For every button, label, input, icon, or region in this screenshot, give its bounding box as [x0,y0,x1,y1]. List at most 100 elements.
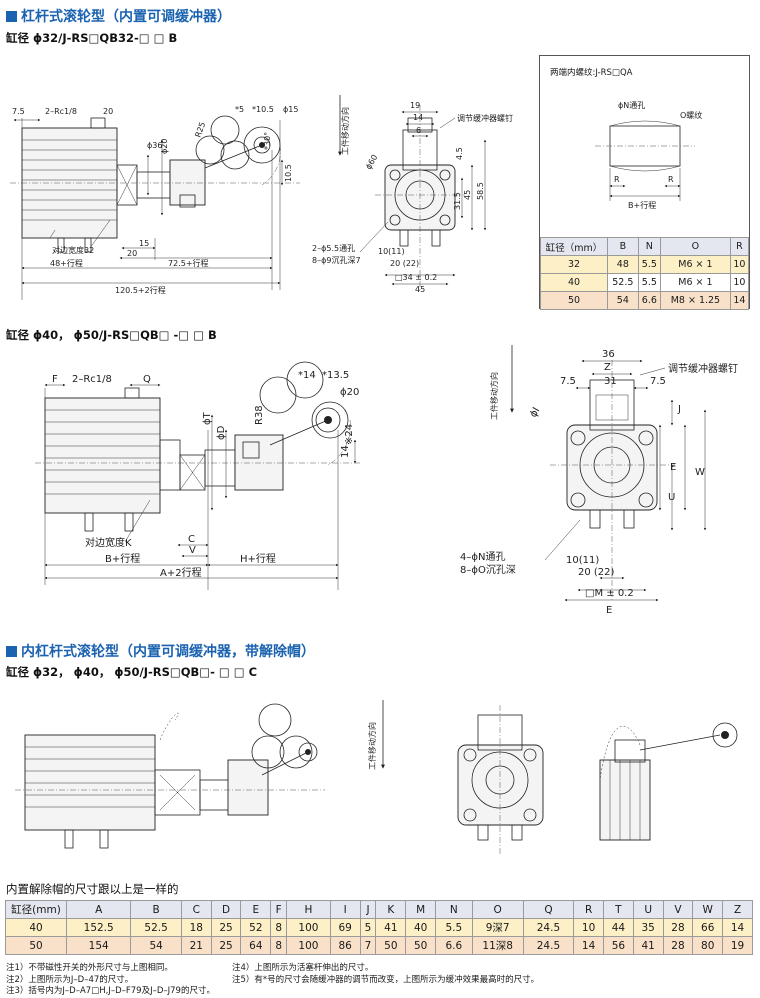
dim-label: 48+行程 [50,258,83,268]
section3-model: 缸径 ϕ32， ϕ40， ϕ50/J-RS□QB□- □ □ C [6,665,258,679]
dim-label: 7.5 [560,376,576,387]
section-marker-icon [6,645,17,657]
dim-label: 20 (22) [578,567,615,578]
dim-label: 20 [127,249,137,258]
dim-label: □34 ± 0.2 [395,273,437,282]
notes-right: 注4）上图所示为活塞杆伸出的尺寸。 注5）有*号的尺寸会随缓冲器的调节而改变，上… [232,963,539,986]
dim-label: 58.5 [476,182,485,200]
dim-label: ϕ60 [364,153,380,171]
dim-label: 19 [410,101,420,110]
dim-label: A+2行程 [160,566,202,579]
dim-label: ϕD [216,425,227,440]
dim-label: 7.5 [650,376,666,387]
dim-label: ※24 [344,424,355,445]
dim-label: 20 (22) [390,259,419,268]
table-header-row: 缸径（mm） B N O R [540,237,750,256]
drawing1-side-view: 7.5 2–Rc1/8 20 ϕ36 ϕ20 R25 *5 *10.5 ϕ15 … [10,105,300,300]
dim-label: ϕ20 [340,387,359,398]
drawing2-side-view: F 2–Rc1/8 Q R38 ϕT ϕD *14 *13.5 ϕ20 ※24 … [35,361,360,590]
dim-label: U [668,492,675,503]
panel-caption: 两端内螺纹:J-RS□QA [550,68,633,78]
callout-label: 4–ϕN通孔 [460,551,505,563]
dim-label: ϕI [528,406,542,420]
dim-label: C [188,534,195,545]
dim-label: 14 [413,113,423,122]
dim-label: 14 [340,445,351,458]
dim-label: 72.5+行程 [168,258,209,268]
dim-label: 15 [139,239,149,248]
callout-label: 2–ϕ5.5通孔 [312,243,355,253]
dim-label: R [668,175,674,184]
dim-label: □M ± 0.2 [585,588,634,599]
callout-label: 调节缓冲器螺钉 [457,113,513,123]
dim-label: 2–Rc1/8 [45,107,77,116]
dim-label: R25 [193,121,207,139]
dim-label: 10(11) [378,247,405,256]
dim-label: E [670,462,676,473]
direction-label: 工件移动方向 [367,722,377,770]
dim-label: 45 [463,190,472,200]
dim-label: *30° [263,132,272,150]
technical-drawings: 7.5 2–Rc1/8 20 ϕ36 ϕ20 R25 *5 *10.5 ϕ15 … [10,95,738,855]
dim-label: *14 [298,370,316,381]
dim-label: 4.5 [455,147,464,160]
note-line: 注4）上图所示为活塞杆伸出的尺寸。 [232,963,374,973]
drawing2-front-view: 工件移动方向 36 Z 31 7.5 7.5 调节缓冲器螺钉 ϕI J E W … [460,345,738,616]
dim-label: 6 [416,126,421,135]
note-line: 注3）括号内为J–D–A7□H,J–D–F79及J–D–J79的尺寸。 [6,986,215,996]
dim-label: R38 [254,405,265,425]
dim-label: 2–Rc1/8 [72,374,112,385]
dim-label: 对边宽度32 [52,245,94,255]
dim-label: 7.5 [12,107,25,116]
direction-label: 工件移动方向 [340,107,350,155]
section2-model: 缸径 ϕ40， ϕ50/J-RS□QB□ -□ □ B [6,328,217,342]
callout-label: 8–ϕO沉孔深 [460,563,516,576]
dim-label: 10(11) [566,555,599,566]
note-line: 注2）上图所示为J–D–47的尺寸。 [6,974,134,985]
dim-label: 45 [415,285,425,294]
drawing3-views: 工件移动方向 [15,700,738,855]
thread-label: O螺纹 [680,110,702,120]
dim-label: Z [604,362,611,373]
dim-label: ϕ15 [283,105,298,114]
section1-model: 缸径 ϕ32/J-RS□QB32-□ □ B [6,31,178,45]
dim-label: *13.5 [322,370,349,381]
dim-label: H+行程 [240,552,276,565]
dim-label: *5 [235,105,244,114]
direction-label: 工件移动方向 [489,372,499,420]
dim-label: ϕ20 [160,139,169,154]
drawing1-front-view: 工件移动方向 19 14 6 ϕ60 调节缓冲器螺钉 4.5 45 58.5 3… [312,95,513,294]
dim-label: 10.5 [284,164,293,182]
notes-left: 注1）不带磁性开关的外形尺寸与上图相同。 注2）上图所示为J–D–47的尺寸。 … [6,963,215,998]
dim-label: F [52,374,58,385]
dim-label: 对边宽度K [85,536,132,549]
dim-label: W [695,467,705,478]
dim-label: 20 [103,107,113,116]
dim-label: ϕT [202,411,213,425]
dim-label: V [189,545,196,556]
thread-detail-drawing: ϕN通孔 O螺纹 R R B+行程 [595,100,702,210]
section-marker-icon [6,10,17,22]
dim-label: E [606,605,612,616]
dim-label: 36 [602,349,615,360]
dim-label: *10.5 [252,105,274,114]
end-thread-panel: 两端内螺纹:J-RS□QA ϕN通孔 O螺纹 R R B+行程 缸径（mm） B… [539,55,750,310]
dim-label: B+行程 [105,552,140,565]
note-line: 注5）有*号的尺寸会随缓冲器的调节而改变，上图所示为缓冲效果最高时的尺寸。 [232,974,540,985]
dim-label: J [677,404,681,415]
dim-label: 120.5+2行程 [115,285,166,295]
dim-label: R [614,175,620,184]
dim-label: ϕ36 [147,141,162,150]
table-caption: 内置解除帽的尺寸跟以上是一样的 [6,882,179,896]
dim-label: B+行程 [628,200,656,210]
section3-title: 内杠杆式滚轮型（内置可调缓冲器，带解除帽） [6,641,315,661]
dim-label: 31 [604,376,617,387]
callout-label: 调节缓冲器螺钉 [668,362,738,375]
